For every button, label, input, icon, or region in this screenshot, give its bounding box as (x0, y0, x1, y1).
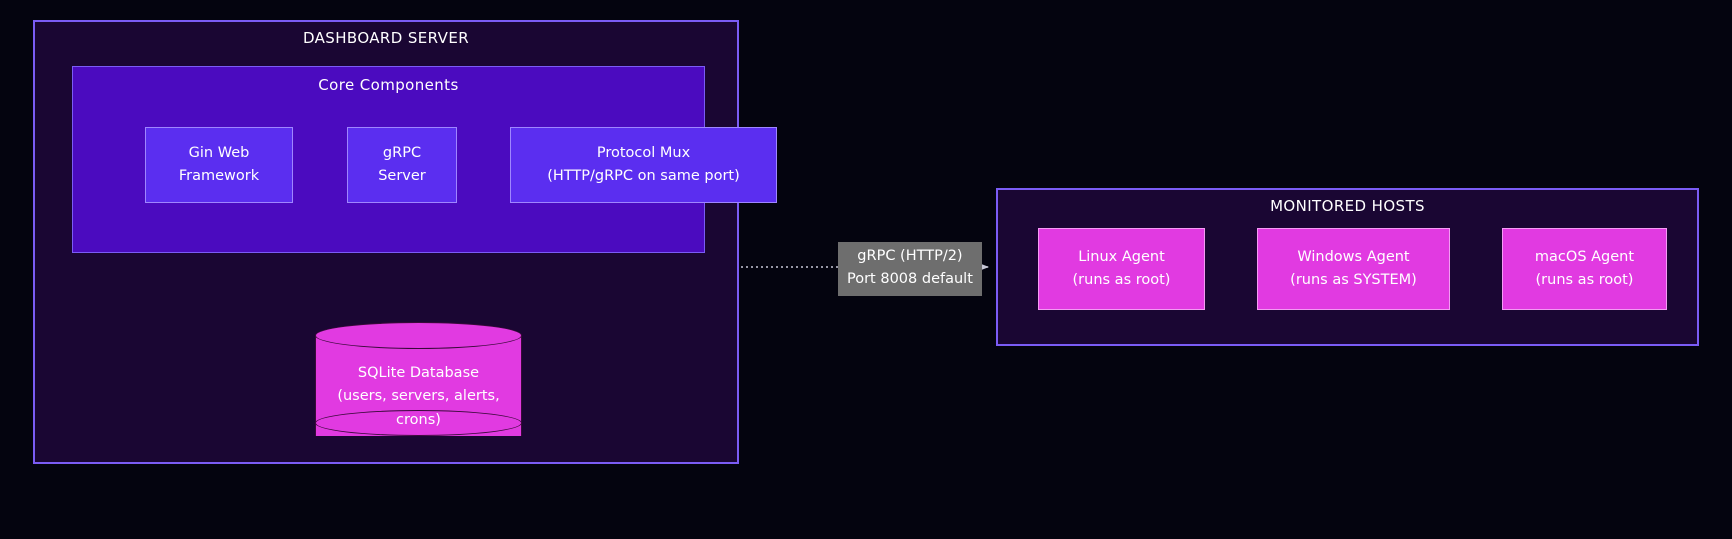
cluster-title-dashboard-server: DASHBOARD SERVER (302, 29, 470, 47)
sqlite-line1: SQLite Database (357, 365, 480, 381)
cylinder-bottom-ellipse (315, 410, 522, 436)
node-macos-agent[interactable]: macOS Agent (runs as root) (1502, 228, 1667, 310)
sqlite-database-label: SQLite Database (users, servers, alerts,… (315, 362, 522, 432)
windows-agent-line2: (runs as SYSTEM) (1290, 272, 1417, 288)
node-gin-line2: Framework (178, 168, 260, 184)
edge-label-line2: Port 8008 default (847, 271, 973, 288)
node-protocol-mux-line1: Protocol Mux (596, 144, 691, 161)
sqlite-line2: (users, servers, alerts, (337, 388, 500, 405)
macos-agent-line1: macOS Agent (1534, 248, 1635, 265)
node-grpc-server[interactable]: gRPC Server (347, 127, 457, 203)
node-protocol-mux-line2: (HTTP/gRPC on same port) (547, 168, 740, 184)
node-gin-web-framework[interactable]: Gin Web Framework (145, 127, 293, 203)
node-protocol-mux[interactable]: Protocol Mux (HTTP/gRPC on same port) (510, 127, 777, 203)
node-sqlite-database[interactable]: SQLite Database (users, servers, alerts,… (315, 322, 522, 449)
windows-agent-line1: Windows Agent (1297, 248, 1410, 265)
edge-label-server-to-hosts: gRPC (HTTP/2) Port 8008 default (838, 242, 982, 296)
node-grpc-line2: Server (378, 168, 426, 184)
node-gin-line1: Gin Web (188, 144, 250, 161)
cylinder-top-ellipse (315, 322, 522, 349)
linux-agent-line2: (runs as root) (1072, 272, 1171, 288)
cluster-monitored-hosts: MONITORED HOSTS Linux Agent (runs as roo… (996, 188, 1699, 346)
cluster-title-monitored-hosts: MONITORED HOSTS (1270, 197, 1425, 215)
node-linux-agent[interactable]: Linux Agent (runs as root) (1038, 228, 1205, 310)
subgraph-core-components: Core Components Gin Web Framework gRPC S… (72, 66, 777, 253)
cluster-dashboard-server: DASHBOARD SERVER Core Components Gin Web… (33, 20, 777, 464)
node-grpc-line1: gRPC (382, 144, 422, 161)
node-windows-agent[interactable]: Windows Agent (runs as SYSTEM) (1257, 228, 1450, 310)
edge-label-line1: gRPC (HTTP/2) (857, 248, 963, 264)
subgraph-title-core-components: Core Components (318, 76, 459, 94)
sqlite-line3: crons) (396, 411, 441, 428)
macos-agent-line2: (runs as root) (1535, 272, 1634, 288)
linux-agent-line1: Linux Agent (1078, 248, 1165, 265)
